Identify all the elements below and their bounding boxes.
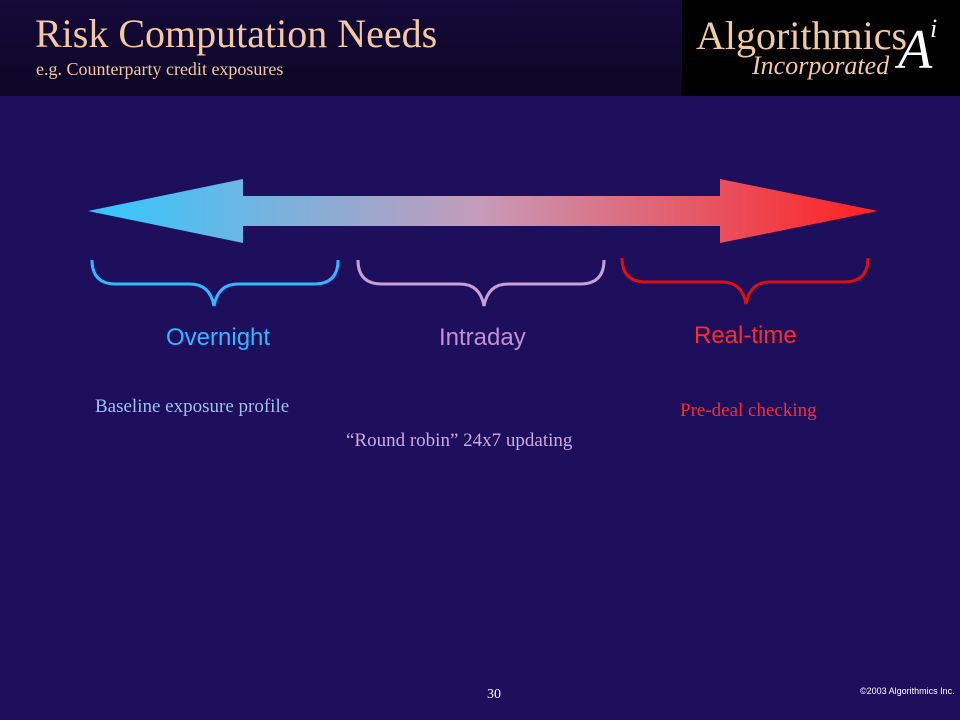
page-number: 30 bbox=[487, 687, 501, 702]
company-logo: Algorithmics Incorporated A i bbox=[682, 0, 960, 96]
double-arrow-icon bbox=[88, 179, 878, 243]
brace-intraday bbox=[356, 259, 606, 307]
brace-realtime bbox=[620, 257, 870, 305]
logo-mark-superscript: i bbox=[930, 14, 938, 43]
logo-mark-icon: A i bbox=[896, 16, 952, 82]
desc-overnight: Baseline exposure profile bbox=[95, 396, 290, 417]
label-intraday: Intraday bbox=[439, 324, 526, 351]
copyright-notice: ©2003 Algorithmics Inc. bbox=[860, 686, 955, 696]
logo-subtitle: Incorporated bbox=[752, 51, 890, 80]
logo-mark-letter: A bbox=[898, 19, 933, 81]
label-overnight: Overnight bbox=[166, 324, 271, 351]
logo-wordmark: Algorithmics bbox=[696, 13, 908, 58]
slide-header: Risk Computation Needs e.g. Counterparty… bbox=[0, 0, 960, 96]
brace-overnight bbox=[90, 259, 340, 307]
desc-realtime: Pre-deal checking bbox=[680, 400, 817, 421]
desc-intraday: “Round robin” 24x7 updating bbox=[346, 430, 573, 451]
label-realtime: Real-time bbox=[694, 322, 797, 349]
slide-title: Risk Computation Needs bbox=[35, 11, 438, 56]
slide-subtitle: e.g. Counterparty credit exposures bbox=[36, 59, 284, 79]
